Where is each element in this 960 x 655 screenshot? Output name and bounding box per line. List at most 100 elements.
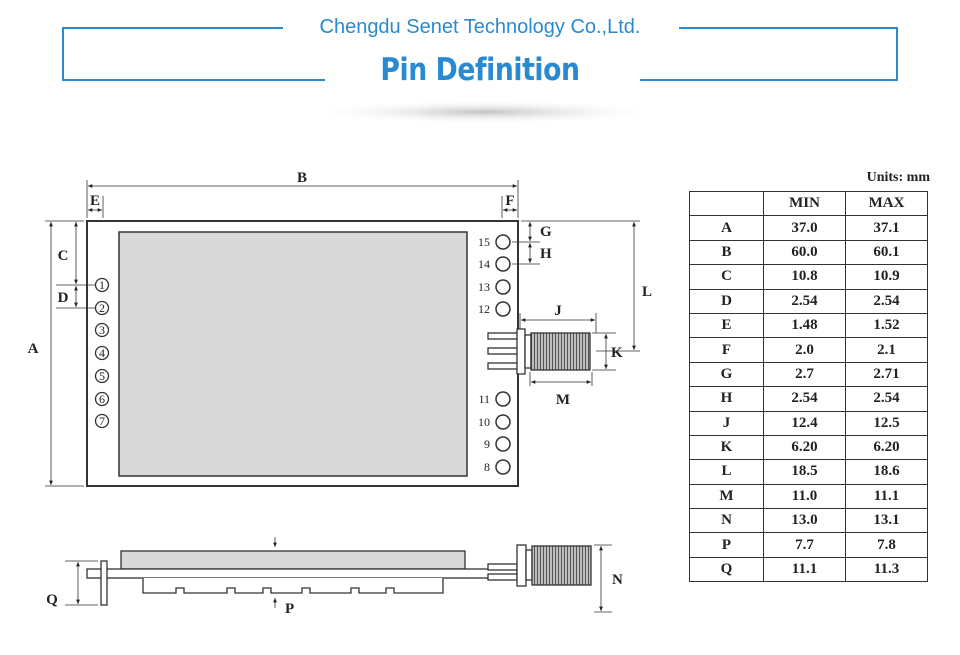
table-header [689, 190, 764, 217]
svg-text:11: 11 [478, 392, 490, 406]
table-cell-max: 12.5 [845, 410, 928, 436]
side-pcb [86, 568, 518, 579]
svg-text:E: E [90, 193, 100, 209]
svg-text:12: 12 [478, 302, 490, 316]
side-sma-thread [531, 545, 592, 586]
header-banner: Chengdu Senet Technology Co.,Ltd. Pin De… [0, 0, 960, 130]
side-sma-flange [516, 544, 527, 587]
pin-14: 14 [478, 256, 511, 272]
table-cell-dimension: L [689, 459, 764, 485]
top-view: 1 2 3 4 5 6 7 15 14 13 12 11 10 9 8 [28, 170, 652, 487]
svg-text:L: L [642, 284, 652, 300]
svg-text:N: N [612, 572, 623, 588]
table-cell-min: 11.1 [763, 556, 846, 583]
pin-8: 8 [484, 459, 511, 475]
dimension-d: D [56, 286, 96, 309]
side-view: Q N P [46, 537, 623, 617]
dimension-a: A [28, 220, 84, 487]
svg-text:14: 14 [478, 257, 490, 271]
table-cell-dimension: G [689, 361, 764, 388]
table-cell-dimension: J [689, 410, 764, 436]
svg-text:M: M [556, 392, 570, 408]
header-frame-left [62, 27, 325, 81]
right-pin-column: 15 14 13 12 11 10 9 8 [478, 234, 511, 475]
header-frame [62, 27, 898, 124]
table-cell-min: 2.54 [763, 288, 846, 314]
table-cell-min: 6.20 [763, 434, 846, 461]
svg-text:3: 3 [99, 323, 105, 337]
dimension-b: B [86, 170, 519, 218]
table-cell-min: 2.54 [763, 386, 846, 412]
table-cell-max: 18.6 [845, 459, 928, 485]
pin-11: 11 [478, 391, 511, 407]
pin-7: 7 [94, 413, 110, 429]
page-title: Pin Definition [380, 52, 580, 88]
table-cell-max: 11.3 [845, 556, 928, 583]
pin-9: 9 [484, 436, 511, 452]
table-cell-min: 60.0 [763, 239, 846, 266]
dimension-e: E [88, 193, 104, 218]
svg-text:B: B [297, 170, 307, 186]
table-cell-min: 11.0 [763, 483, 846, 510]
table-cell-min: 37.0 [763, 215, 846, 241]
table-header-row: MIN MAX [689, 190, 928, 217]
table-cell-dimension: A [689, 215, 764, 241]
table-cell-dimension: C [689, 264, 764, 290]
svg-text:15: 15 [478, 235, 490, 249]
pin-12: 12 [478, 301, 511, 317]
table-cell-dimension: N [689, 508, 764, 534]
svg-text:G: G [540, 224, 552, 240]
dimension-k: K [592, 332, 623, 371]
table-cell-min: 1.48 [763, 312, 846, 339]
dimension-h: H [512, 243, 552, 265]
pin-6: 6 [94, 391, 110, 407]
svg-text:A: A [28, 341, 39, 357]
dimension-q: Q [46, 560, 98, 608]
svg-text:5: 5 [99, 369, 105, 383]
table-cell-max: 2.71 [845, 361, 928, 388]
table-cell-dimension: M [689, 483, 764, 510]
table-cell-min: 10.8 [763, 264, 846, 290]
pin-15: 15 [478, 234, 511, 250]
table-cell-max: 2.54 [845, 288, 928, 314]
table-cell-max: 2.1 [845, 337, 928, 363]
svg-text:2: 2 [99, 301, 105, 315]
title-shadow [305, 100, 665, 124]
table-cell-max: 11.1 [845, 483, 928, 510]
units-label: Units: mm [866, 170, 930, 185]
table-cell-max: 60.1 [845, 239, 928, 266]
table-cell-dimension: Q [689, 556, 764, 583]
table-cell-min: 7.7 [763, 532, 846, 558]
side-shield [120, 550, 466, 570]
side-components [142, 578, 444, 594]
svg-text:10: 10 [478, 415, 490, 429]
pin-5: 5 [94, 368, 110, 384]
dimension-m: M [529, 372, 593, 408]
svg-text:4: 4 [99, 346, 105, 360]
company-name: Chengdu Senet Technology Co.,Ltd. [319, 16, 641, 38]
side-pin-header [100, 560, 108, 606]
svg-text:13: 13 [478, 280, 490, 294]
svg-text:6: 6 [99, 392, 105, 406]
dimension-g: G [512, 220, 640, 243]
table-header: MIN [763, 190, 846, 217]
table-cell-min: 13.0 [763, 508, 846, 534]
shield-can [118, 231, 468, 477]
table-cell-min: 2.0 [763, 337, 846, 363]
dimension-j: J [519, 303, 597, 333]
table-cell-dimension: E [689, 312, 764, 339]
svg-text:F: F [505, 193, 514, 209]
table-cell-max: 2.54 [845, 386, 928, 412]
